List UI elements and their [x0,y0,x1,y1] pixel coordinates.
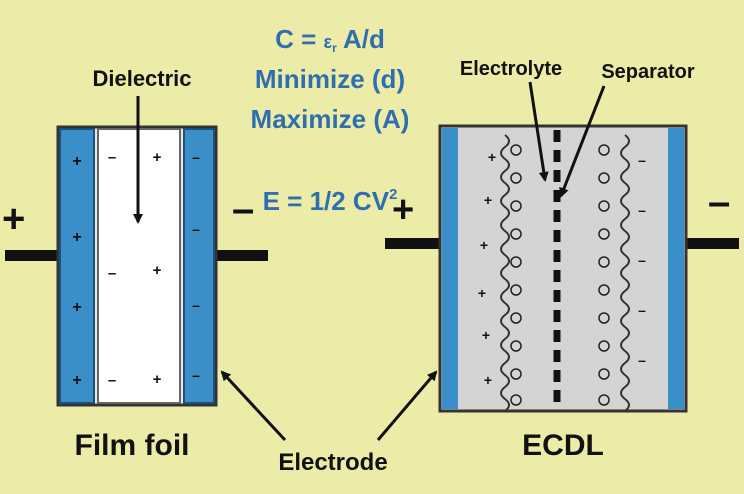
ecdl-capacitor: + + + + + + [385,58,739,462]
anion [510,172,522,184]
anion [510,144,522,156]
right-lead-wire-positive [385,238,443,249]
charge-plus: + [153,149,162,166]
charge-minus: – [638,252,646,268]
left-lead-wire-positive [5,250,65,261]
anion [510,340,522,352]
charge-plus: + [478,285,486,301]
charge-minus: – [638,202,646,218]
anion [510,228,522,240]
cation [598,368,610,380]
right-lead-wire-negative [684,238,739,249]
charge-minus: – [108,149,116,166]
anion [510,284,522,296]
charge-plus: + [480,237,488,253]
electrolyte-arrow [528,81,549,182]
charge-plus: + [72,299,81,316]
cation [598,200,610,212]
right-terminal-plus: + [392,189,414,231]
film-capacitor: + + + + – – – – – + – + – + + – Dielectr… [2,66,268,462]
charge-minus: – [192,297,200,313]
anion [510,256,522,268]
charge-plus: + [72,153,81,170]
ecdl-label: ECDL [522,429,604,462]
left-positive-electrode [59,128,95,404]
energy-equation: E = 1/2 CV2 [263,186,398,216]
charge-minus: – [192,367,200,383]
film-foil-label: Film foil [75,429,190,462]
charge-plus: + [484,192,492,208]
dielectric-label: Dielectric [92,66,191,91]
charge-plus: + [153,262,162,279]
ecdl-anion-circles-left [510,144,522,406]
anion [510,368,522,380]
ecdl-cation-circles-right [598,144,610,406]
charge-plus: + [72,372,81,389]
electrode-arrow-left [220,370,287,442]
equations: C = εr A/d Minimize (d) Maximize (A) E =… [251,24,410,216]
charge-plus: + [153,371,162,388]
separator-label: Separator [601,61,695,83]
cation [598,394,610,406]
right-terminal-minus: – [708,180,730,224]
charge-plus: + [482,327,490,343]
right-interface-wave [620,134,630,412]
cation [598,144,610,156]
anion [510,200,522,212]
anion [510,312,522,324]
anion [510,394,522,406]
charge-plus: + [488,149,496,165]
charge-minus: – [108,372,116,389]
capacitance-equation: C = εr A/d [275,24,385,55]
positive-electrode-charges: + + + + [72,153,81,389]
ecdl-frame [438,124,688,413]
left-interface-wave [500,134,510,412]
cation [598,256,610,268]
electrode-label: Electrode [278,449,387,476]
electrode-callout: Electrode [220,370,438,476]
negative-electrode-charges: – – – – [192,149,200,383]
dielectric-polarization-charges: – + – + – + [108,149,162,389]
electrode-arrow-right [376,370,438,441]
charge-minus: – [192,221,200,237]
left-lead-wire-negative [210,250,268,261]
charge-minus: – [638,352,646,368]
cation [598,340,610,352]
cation [598,284,610,296]
charge-plus: + [72,229,81,246]
charge-minus: – [108,265,116,282]
charge-minus: – [192,149,200,165]
left-negative-electrode [183,128,215,404]
ecdl-negative-electrode [668,128,684,409]
ecdl-positive-electrode [442,128,458,409]
left-terminal-minus: – [232,187,254,231]
left-terminal-plus: + [2,197,25,241]
minimize-d-text: Minimize (d) [255,64,405,94]
cation [598,172,610,184]
maximize-a-text: Maximize (A) [251,104,410,134]
charge-minus: – [638,302,646,318]
charge-plus: + [484,372,492,388]
charge-minus: – [638,152,646,168]
ecdl-negative-charges: – – – – – [638,152,646,368]
separator-arrow [559,85,606,198]
electrolyte-label: Electrolyte [460,58,562,80]
cation [598,228,610,240]
ecdl-positive-charges: + + + + + + [478,149,496,388]
cation [598,312,610,324]
